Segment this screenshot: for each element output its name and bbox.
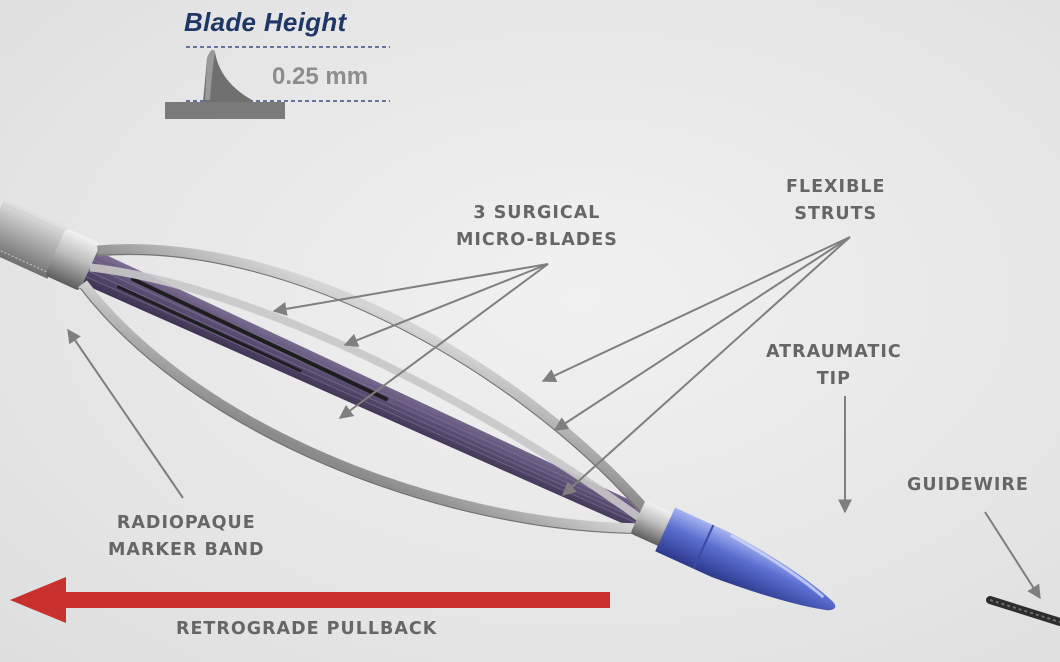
marker-band-label: RADIOPAQUE MARKER BAND [108, 513, 265, 560]
pullback-label: RETROGRADE PULLBACK [176, 619, 438, 639]
atraumatic-tip-label: ATRAUMATIC TIP [766, 342, 902, 389]
blade-height-value: 0.25 mm [272, 63, 369, 90]
flexible-strut [78, 280, 635, 535]
surgical-blades-label: 3 SURGICAL MICRO-BLADES [456, 203, 618, 250]
flexible-strut [97, 244, 648, 513]
flexible-struts-label: FLEXIBLE STRUTS [786, 177, 886, 224]
guidewire-leader-arrow [984, 511, 1041, 600]
guidewire-label: GUIDEWIRE [907, 475, 1029, 495]
micro-blade [117, 285, 302, 373]
atraumatic-tip [655, 507, 836, 611]
strut-leader-arrow [561, 236, 851, 496]
blade-profile-shape [203, 50, 252, 102]
flexible-strut [89, 263, 643, 522]
blade-base-plate [165, 102, 285, 119]
marker-band [45, 229, 100, 290]
micro-blade [130, 277, 389, 402]
leader-arrows [67, 236, 1041, 600]
blade-height-title: Blade Height [184, 7, 347, 37]
pullback-arrow [10, 577, 610, 623]
marker-band-leader-arrow [67, 328, 184, 499]
catheter-shaft [0, 197, 71, 279]
blade-height-inset [165, 46, 390, 119]
blade-leader-arrow [272, 263, 549, 316]
strut-leader-arrow [541, 236, 851, 382]
blade-leader-arrow [338, 263, 549, 419]
strut-leader-arrow [553, 236, 851, 431]
catheter-device [0, 197, 836, 611]
guidewire [986, 596, 1060, 626]
blade-leader-arrow [343, 263, 549, 347]
